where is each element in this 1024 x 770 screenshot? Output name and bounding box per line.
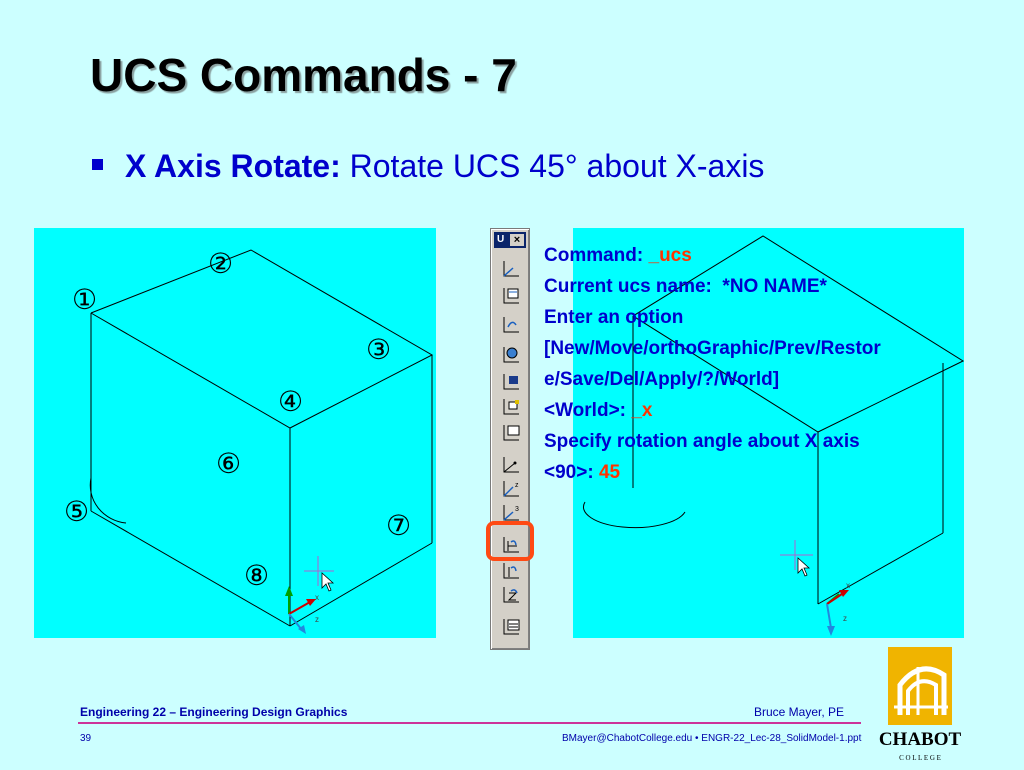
ucs-y-rotate-button[interactable]	[499, 559, 523, 583]
ucs-3point-button[interactable]: 3	[499, 501, 523, 525]
svg-text:x: x	[315, 593, 319, 602]
cmd-line-1: Command:	[544, 245, 649, 266]
svg-text:3: 3	[515, 506, 519, 513]
3point-icon: 3	[503, 505, 519, 521]
cmd-line-3: Enter an option	[544, 307, 684, 328]
ucs-previous-icon	[503, 317, 519, 333]
bullet-bold-text: X Axis Rotate:	[125, 148, 341, 184]
label-3: ③	[366, 333, 392, 366]
footer-divider	[78, 722, 861, 724]
right-cube-drawing: x z	[582, 235, 964, 636]
svg-text:z: z	[515, 482, 519, 489]
label-2: ②	[208, 247, 234, 280]
label-6: ⑥	[216, 447, 242, 480]
cmd-line-6: <World>:	[544, 400, 632, 421]
logo-subtext: C O L L E G E	[899, 754, 941, 762]
y-rotate-icon	[503, 563, 519, 579]
label-8: ⑧	[244, 559, 270, 592]
cmd-line-4: [New/Move/orthoGraphic/Prev/Restor	[544, 338, 881, 359]
ucs-view-button[interactable]	[499, 421, 523, 445]
ucs-icon	[503, 261, 519, 277]
toolbar-titlebar[interactable]: U ×	[494, 232, 526, 248]
cmd-line-8: <90>:	[544, 462, 599, 483]
footer-author: Bruce Mayer, PE	[754, 705, 845, 719]
chabot-logo: CHABOT C O L L E G E	[874, 645, 966, 765]
x-rotate-highlight	[486, 521, 534, 561]
origin-icon	[503, 457, 519, 473]
ucs-axis-icon-right: x z	[826, 581, 850, 636]
apply-icon	[503, 619, 520, 635]
right-viewport[interactable]: x z	[573, 228, 964, 638]
logo-text: CHABOT	[879, 729, 962, 750]
left-cube-drawing: x z	[89, 249, 434, 634]
ucs-previous-button[interactable]	[499, 313, 523, 337]
zaxis-icon: z	[503, 481, 519, 497]
ucs-axis-icon: x z	[285, 586, 319, 634]
bullet-item: X Axis Rotate: Rotate UCS 45° about X-ax…	[92, 148, 764, 185]
svg-text:z: z	[315, 615, 319, 624]
footer-course: Engineering 22 – Engineering Design Grap…	[80, 705, 348, 719]
ucs-face-button[interactable]	[499, 395, 523, 419]
footer-email: BMayer@ChabotCollege.edu • ENGR-22_Lec-2…	[562, 733, 862, 744]
world-icon	[503, 347, 519, 363]
label-4: ④	[278, 385, 304, 418]
ucs-dialog-icon	[503, 288, 519, 304]
slide-title: UCS Commands - 7	[90, 49, 517, 101]
ucs-origin-button[interactable]	[499, 453, 523, 477]
cmd-line-7: Specify rotation angle about X axis	[544, 431, 860, 452]
bullet-text: Rotate UCS 45° about X-axis	[340, 148, 765, 184]
ucs-toolbar[interactable]: U × z 3	[490, 228, 530, 650]
chabot-logo-icon: CHABOT C O L L E G E	[879, 647, 962, 762]
face-icon	[503, 399, 519, 415]
toolbar-title: U	[497, 234, 505, 245]
page-number: 39	[80, 733, 92, 744]
label-1: ①	[72, 283, 98, 316]
bullet-square-icon	[92, 159, 103, 171]
crosshair-cursor-icon-right	[780, 540, 813, 577]
z-rotate-icon	[503, 587, 519, 603]
ucs-dialog-button[interactable]	[499, 284, 523, 308]
ucs-apply-button[interactable]	[499, 615, 523, 639]
cmd-line-5: e/Save/Del/Apply/?/World]	[544, 369, 780, 390]
ucs-object-button[interactable]	[499, 370, 523, 394]
cmd-line-2: Current ucs name: *NO NAME*	[544, 276, 827, 297]
label-5: ⑤	[64, 495, 90, 528]
view-icon	[503, 425, 520, 441]
x-rotate-icon	[503, 537, 519, 553]
left-viewport[interactable]: x z ① ② ③ ④ ⑤ ⑥ ⑦ ⑧	[34, 228, 436, 638]
svg-text:z: z	[843, 614, 847, 623]
cmd-value-8: 45	[598, 462, 621, 483]
ucs-world-button[interactable]	[499, 343, 523, 367]
ucs-x-rotate-button[interactable]	[499, 533, 523, 557]
ucs-z-rotate-button[interactable]	[499, 583, 523, 607]
command-text: Command: _ucs Current ucs name: *NO NAME…	[544, 240, 881, 488]
crosshair-cursor-icon	[304, 556, 335, 592]
svg-text:x: x	[846, 581, 850, 590]
cmd-value-6: _x	[631, 400, 653, 421]
toolbar-close-button[interactable]: ×	[510, 234, 524, 246]
label-7: ⑦	[386, 509, 412, 542]
cmd-value-1: _ucs	[648, 245, 692, 266]
ucs-button[interactable]	[499, 257, 523, 281]
object-icon	[503, 374, 519, 390]
ucs-zaxis-button[interactable]: z	[499, 477, 523, 501]
